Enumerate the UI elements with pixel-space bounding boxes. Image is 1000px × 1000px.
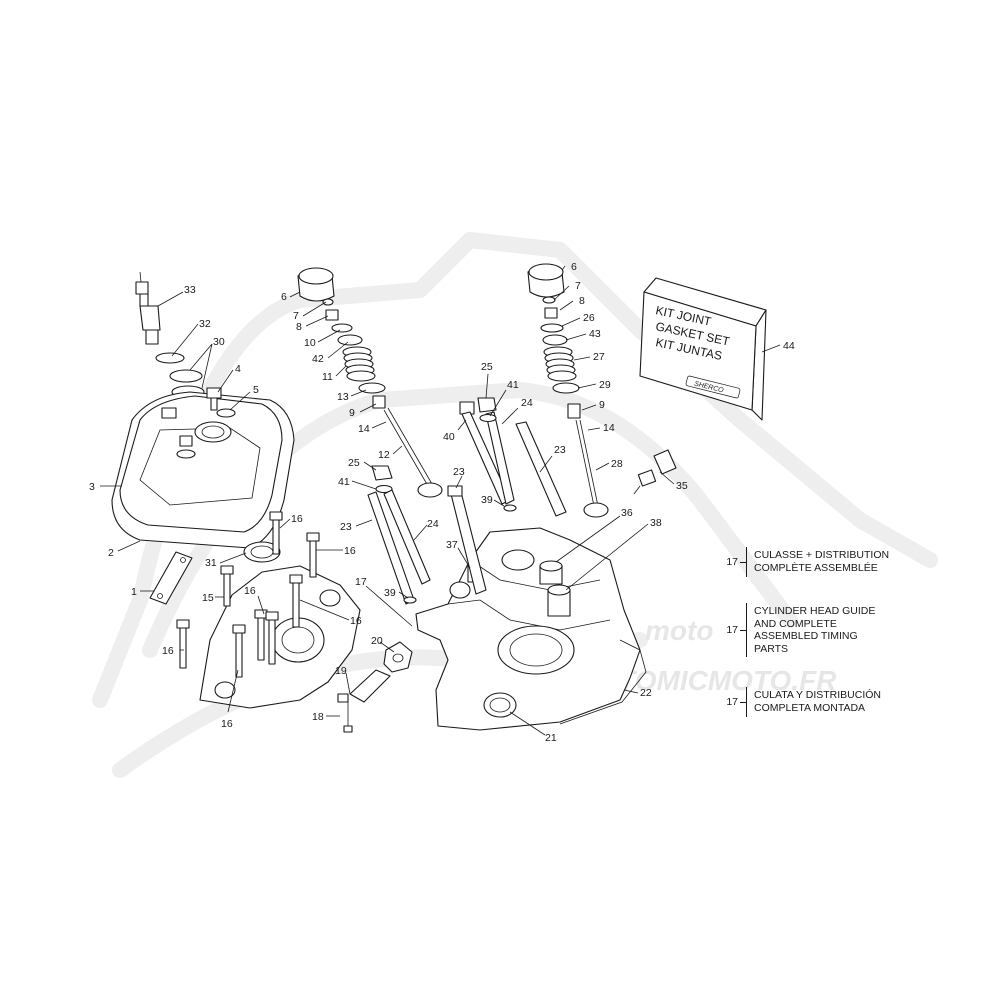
- watermark-brand: moto: [645, 615, 713, 646]
- callout-8b: 8: [579, 295, 585, 307]
- gasket-kit-box: KIT JOINT GASKET SET KIT JUNTAS SHERCO: [639, 277, 767, 421]
- callout-5: 5: [253, 384, 259, 396]
- callout-41a: 41: [338, 476, 350, 488]
- callout-14b: 14: [603, 422, 615, 434]
- callout-16b: 16: [344, 545, 356, 557]
- callout-27: 27: [593, 351, 605, 363]
- callout-2: 2: [108, 547, 114, 559]
- cylinder-studs-right: [447, 397, 567, 595]
- o-ring-30a: [169, 369, 203, 383]
- legend-number: 17: [726, 624, 738, 636]
- bracket: [149, 551, 193, 605]
- callout-20: 20: [371, 635, 383, 647]
- legend-line: ASSEMBLED TIMING: [754, 630, 858, 642]
- callout-9b: 9: [599, 399, 605, 411]
- exhaust-port: [483, 692, 517, 718]
- plug-well: [194, 421, 232, 443]
- callout-24b: 24: [521, 397, 533, 409]
- callout-24a: 24: [427, 518, 439, 530]
- callout-18: 18: [312, 711, 324, 723]
- callout-38: 38: [650, 517, 662, 529]
- callout-1: 1: [131, 586, 137, 598]
- legend-entry-es: 17 CULATA Y DISTRIBUCIÓN COMPLETA MONTAD…: [726, 687, 926, 717]
- callout-17-diagram: 17: [355, 576, 367, 588]
- cylinder-studs-left: [367, 489, 431, 605]
- callout-7a: 7: [293, 310, 299, 322]
- callout-numbers: 33 32 30 4 5 3 2 1 31 15 16 16 16 16 16 …: [89, 261, 795, 744]
- callout-28: 28: [611, 458, 623, 470]
- callout-16a: 16: [291, 513, 303, 525]
- callout-16e: 16: [350, 615, 362, 627]
- callout-33: 33: [184, 284, 196, 296]
- callout-19: 19: [335, 665, 347, 677]
- callout-10: 10: [304, 337, 316, 349]
- callout-9a: 9: [349, 407, 355, 419]
- legend-text: CULASSE + DISTRIBUTION COMPLÈTE ASSEMBLÉ…: [754, 549, 934, 574]
- callout-14a: 14: [358, 423, 370, 435]
- callout-25b: 25: [481, 361, 493, 373]
- callout-44: 44: [783, 340, 795, 352]
- callout-35: 35: [676, 480, 688, 492]
- callout-4: 4: [235, 363, 241, 375]
- callout-37: 37: [446, 539, 458, 551]
- callout-26: 26: [583, 312, 595, 324]
- callout-3: 3: [89, 481, 95, 493]
- temperature-sensor: [633, 449, 677, 495]
- callout-6b: 6: [571, 261, 577, 273]
- callout-42: 42: [312, 353, 324, 365]
- callout-23a: 23: [340, 521, 352, 533]
- holder-bolts: [176, 511, 320, 678]
- cover-bolts: [161, 387, 236, 459]
- legend-line: COMPLETA MONTADA: [754, 701, 866, 714]
- exhaust-valve-stack: [527, 263, 609, 518]
- callout-13: 13: [337, 391, 349, 403]
- callout-39a: 39: [384, 587, 396, 599]
- callout-6a: 6: [281, 291, 287, 303]
- intake-valve-stack: [297, 267, 443, 498]
- legend-line: COMPLÈTE ASSEMBLÉE: [754, 561, 878, 574]
- legend-line: AND COMPLETE: [754, 617, 837, 630]
- callout-15: 15: [202, 592, 214, 604]
- callout-23b: 23: [453, 466, 465, 478]
- callout-43: 43: [589, 328, 601, 340]
- callout-41b: 41: [507, 379, 519, 391]
- legend-entry-en: 17 CYLINDER HEAD GUIDE AND COMPLETE ASSE…: [726, 603, 926, 657]
- callout-32: 32: [199, 318, 211, 330]
- callout-21: 21: [545, 732, 557, 744]
- callout-30: 30: [213, 336, 225, 348]
- callout-31: 31: [205, 557, 217, 569]
- callout-29: 29: [599, 379, 611, 391]
- legend-entry-fr: 17 CULASSE + DISTRIBUTION COMPLÈTE ASSEM…: [726, 547, 926, 577]
- callout-25a: 25: [348, 457, 360, 469]
- legend-line: PARTS: [754, 642, 789, 655]
- head-gasket: [559, 639, 647, 725]
- spark-plug-seal-32: [155, 352, 185, 364]
- callout-23c: 23: [554, 444, 566, 456]
- spark-plug: [135, 271, 161, 345]
- callout-12: 12: [378, 449, 390, 461]
- callout-16f: 16: [221, 718, 233, 730]
- callout-40: 40: [443, 431, 455, 443]
- callout-8a: 8: [296, 321, 302, 333]
- callout-16c: 16: [162, 645, 174, 657]
- legend-line: CULATA Y DISTRIBUCIÓN: [754, 689, 881, 701]
- callout-7b: 7: [575, 280, 581, 292]
- legend-line: CYLINDER HEAD GUIDE: [754, 605, 876, 617]
- leader-lines: [100, 265, 781, 736]
- legend-text: CULATA Y DISTRIBUCIÓN COMPLETA MONTADA: [754, 689, 934, 714]
- callout-16d: 16: [244, 585, 256, 597]
- callout-39b: 39: [481, 494, 493, 506]
- callout-36: 36: [621, 507, 633, 519]
- callout-22: 22: [640, 687, 652, 699]
- callout-11: 11: [322, 371, 333, 383]
- legend-number: 17: [726, 556, 738, 568]
- cam-bearing-ring: [243, 541, 281, 563]
- legend-text: CYLINDER HEAD GUIDE AND COMPLETE ASSEMBL…: [754, 605, 934, 655]
- legend-number: 17: [726, 696, 738, 708]
- legend-line: CULASSE + DISTRIBUTION: [754, 549, 890, 561]
